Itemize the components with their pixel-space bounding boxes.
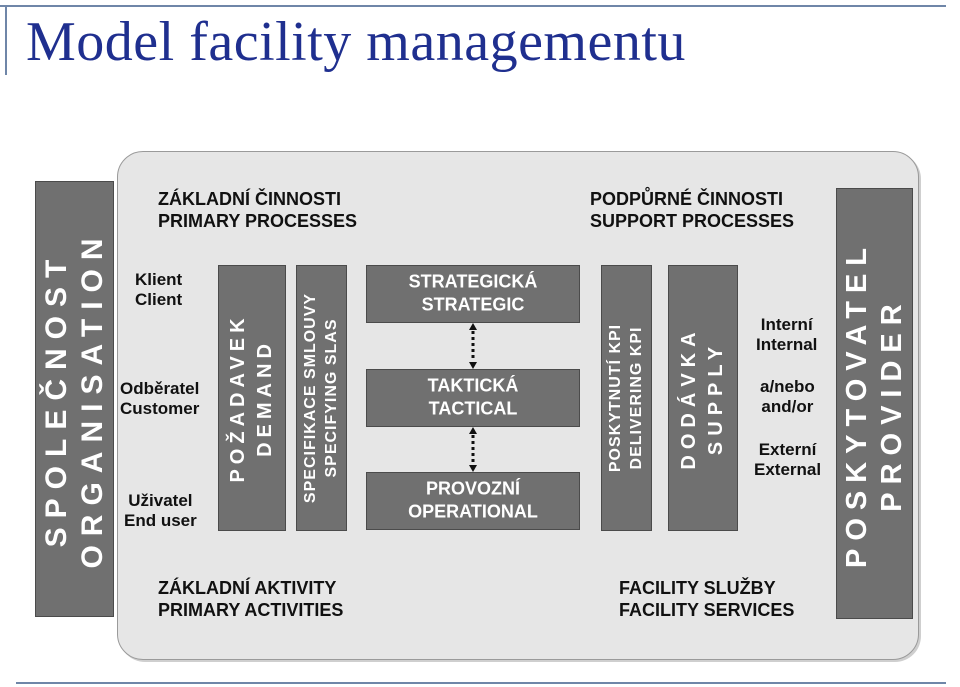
title-left-rule: [5, 5, 7, 75]
arrow-tactical-operational: [469, 427, 477, 472]
supply-box: DODÁVKA SUPPLY: [668, 265, 738, 531]
provider-label-cz: POSKYTOVATEL: [840, 239, 873, 568]
organisation-box: SPOLEČNOST ORGANISATION: [35, 181, 114, 617]
demand-label-en: DEMAND: [254, 339, 276, 457]
level-tactical-cz: TAKTICKÁ: [427, 375, 519, 396]
level-operational-en: OPERATIONAL: [408, 502, 538, 522]
level-strategic-cz: STRATEGICKÁ: [408, 271, 538, 292]
heading-primary-processes: ZÁKLADNÍ ČINNOSTI PRIMARY PROCESSES: [158, 189, 358, 231]
arrow-strategic-tactical: [469, 323, 477, 369]
level-strategic-en: STRATEGIC: [421, 295, 525, 315]
provider-internal: Interní Internal: [756, 315, 818, 355]
kpi-label-en: DELIVERING KPI: [627, 326, 645, 470]
kpi-label-cz: POSKYTNUTÍ KPI: [606, 323, 624, 473]
title-top-rule: [0, 5, 946, 7]
heading-primary-activities: ZÁKLADNÍ AKTIVITY PRIMARY ACTIVITIES: [158, 578, 344, 620]
role-customer: Odběratel Customer: [120, 379, 200, 419]
organisation-label-cz: SPOLEČNOST: [39, 250, 73, 548]
level-operational-box: PROVOZNÍ OPERATIONAL: [366, 472, 580, 530]
supply-label-cz: DODÁVKA: [678, 326, 700, 470]
provider-box: POSKYTOVATEL PROVIDER: [836, 188, 913, 619]
level-tactical-en: TACTICAL: [428, 399, 518, 419]
footer-rule: [16, 682, 946, 684]
demand-label-cz: POŽADAVEK: [227, 313, 249, 483]
sla-label-cz: SPECIFIKACE SMLOUVY: [301, 292, 319, 504]
heading-facility-services: FACILITY SLUŽBY FACILITY SERVICES: [619, 578, 795, 620]
sla-label-en: SPECIFYING SLAS: [322, 318, 340, 478]
provider-external: Externí External: [754, 440, 822, 480]
organisation-label-en: ORGANISATION: [75, 229, 109, 569]
heading-support-processes: PODPŮRNÉ ČINNOSTI SUPPORT PROCESSES: [590, 189, 795, 231]
level-operational-cz: PROVOZNÍ: [425, 478, 520, 499]
role-client: Klient Client: [135, 270, 183, 310]
supply-label-en: SUPPLY: [705, 340, 727, 456]
role-end-user: Uživatel End user: [124, 491, 197, 531]
demand-box: POŽADAVEK DEMAND: [218, 265, 286, 531]
level-strategic-box: STRATEGICKÁ STRATEGIC: [366, 265, 580, 323]
sla-box: SPECIFIKACE SMLOUVY SPECIFYING SLAS: [296, 265, 347, 531]
kpi-box: POSKYTNUTÍ KPI DELIVERING KPI: [601, 265, 652, 531]
provider-label-en: PROVIDER: [875, 295, 908, 512]
page-title: Model facility managementu: [26, 11, 686, 73]
provider-and-or: a/nebo and/or: [760, 377, 815, 417]
level-tactical-box: TAKTICKÁ TACTICAL: [366, 369, 580, 427]
